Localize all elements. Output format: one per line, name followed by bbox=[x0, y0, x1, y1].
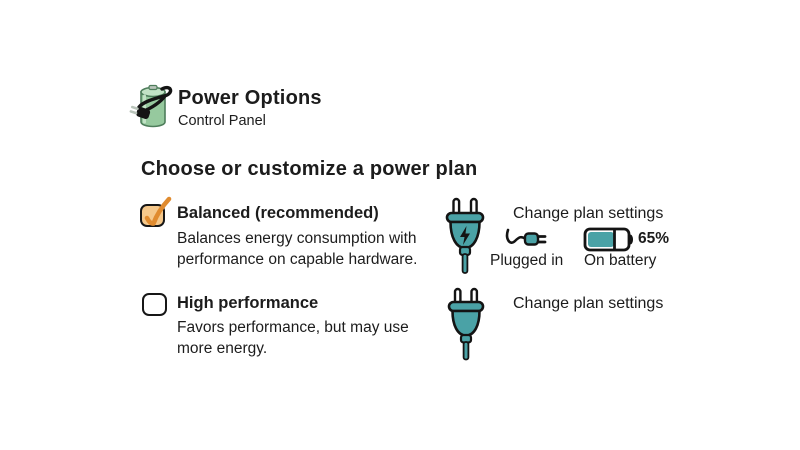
high-performance-plan-name[interactable]: High performance bbox=[177, 294, 319, 312]
high-performance-plan-checkbox[interactable] bbox=[142, 293, 167, 316]
high-performance-change-plan-settings-link[interactable]: Change plan settings bbox=[513, 295, 664, 312]
balanced-plan-checkbox[interactable] bbox=[140, 196, 172, 227]
power-plug-icon bbox=[446, 287, 486, 361]
power-options-battery-cord-icon bbox=[129, 82, 175, 132]
battery-percent-value: 65% bbox=[638, 230, 670, 247]
balanced-plan-description: Balances energy consumption with perform… bbox=[177, 230, 418, 268]
plugged-in-label: Plugged in bbox=[490, 252, 564, 269]
power-plug-lightning-icon bbox=[444, 197, 486, 275]
balanced-change-plan-settings-link[interactable]: Change plan settings bbox=[513, 205, 664, 222]
breadcrumb: Control Panel bbox=[178, 113, 266, 129]
on-battery-label: On battery bbox=[584, 252, 657, 269]
cord-plug-icon bbox=[504, 227, 552, 253]
checkmark-icon bbox=[144, 196, 172, 226]
battery-level-icon bbox=[583, 226, 637, 253]
high-performance-plan-description: Favors performance, but may use more ene… bbox=[177, 319, 409, 357]
balanced-plan-name[interactable]: Balanced (recommended) bbox=[177, 204, 379, 222]
section-heading: Choose or customize a power plan bbox=[141, 158, 478, 180]
page-title: Power Options bbox=[178, 87, 322, 109]
